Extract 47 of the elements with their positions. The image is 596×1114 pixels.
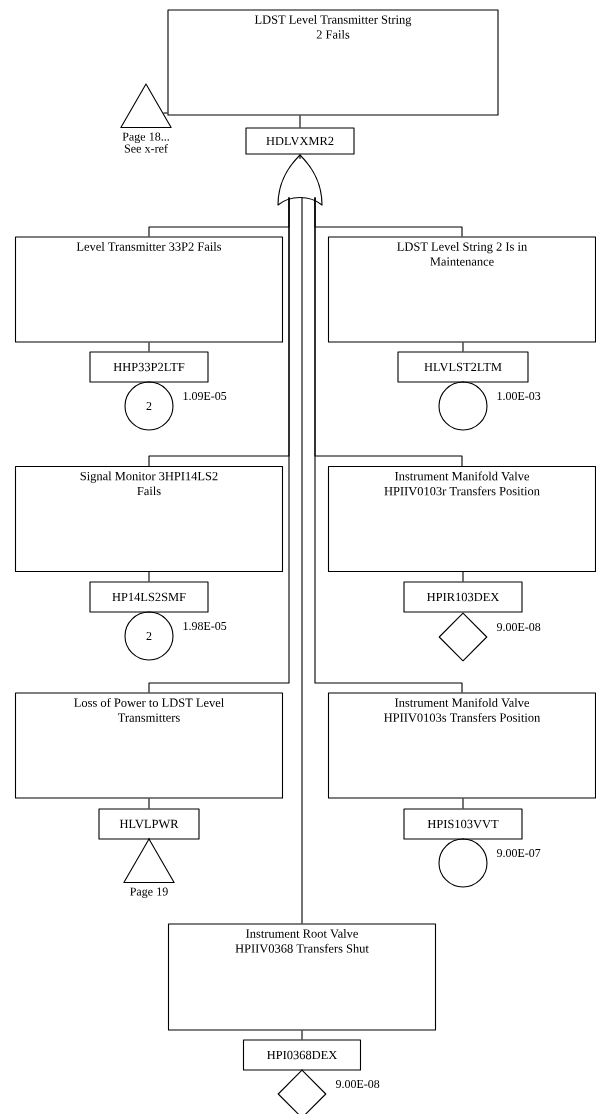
code-box: HPIS103VVT <box>403 808 523 840</box>
event-box: LDST Level String 2 Is in Maintenance <box>327 236 596 343</box>
event-box: Instrument Manifold Valve HPIIV0103r Transfers Position <box>327 465 596 573</box>
event-box: Signal Monitor 3HPI14LS2 Fails <box>14 465 284 573</box>
connector-line <box>299 154 301 160</box>
undeveloped-event-diamond <box>438 612 488 662</box>
connector-line <box>148 342 150 352</box>
connector-line <box>462 571 464 582</box>
probability-label: 9.00E-08 <box>496 622 541 632</box>
event-box: Level Transmitter 33P2 Fails <box>14 236 284 343</box>
page-reference-label: Page 18... See x-ref <box>122 132 169 153</box>
undeveloped-event-diamond <box>277 1069 327 1114</box>
connector-line <box>301 1030 303 1040</box>
basic-event-circle <box>438 381 488 431</box>
code-box: HLVLPWR <box>98 808 200 840</box>
transfer-triangle <box>120 83 172 129</box>
page-reference-label: Page 19 <box>130 887 168 899</box>
connector-line <box>148 837 150 841</box>
connector-line <box>148 197 290 693</box>
connector-line <box>301 1068 303 1072</box>
code-box: HHP33P2LTF <box>89 351 209 383</box>
code-box: HPI0368DEX <box>242 1039 362 1071</box>
basic-event-circle <box>438 838 488 888</box>
code-box: HDLVXMR2 <box>245 127 355 155</box>
code-box: HLVLST2LTM <box>397 351 529 383</box>
code-box: HP14LS2SMF <box>89 581 209 613</box>
probability-label: 1.09E-05 <box>183 391 227 401</box>
connector-line <box>299 115 301 128</box>
connector-line <box>148 571 150 582</box>
or-gate <box>277 154 323 206</box>
connector-line <box>162 112 168 114</box>
transfer-triangle <box>123 838 175 884</box>
probability-label: 1.00E-03 <box>497 391 541 401</box>
event-box: LDST Level Transmitter String 2 Fails <box>167 9 499 116</box>
probability-label: 9.00E-07 <box>496 848 541 858</box>
connector-line <box>462 611 464 614</box>
connector-line <box>314 197 463 693</box>
event-box: Instrument Manifold Valve HPIIV0103s Transfers Position <box>327 692 596 799</box>
event-box: Instrument Root Valve HPIIV0368 Transfers Shut <box>167 923 437 1031</box>
code-box: HPIR103DEX <box>403 581 523 613</box>
connector-line <box>148 798 150 809</box>
probability-label: 1.98E-05 <box>183 621 227 631</box>
connector-line <box>462 798 464 809</box>
event-box: Loss of Power to LDST Level Transmitters <box>14 692 284 799</box>
connector-line <box>301 197 303 924</box>
probability-label: 9.00E-08 <box>335 1079 380 1089</box>
connector-line <box>462 342 464 352</box>
